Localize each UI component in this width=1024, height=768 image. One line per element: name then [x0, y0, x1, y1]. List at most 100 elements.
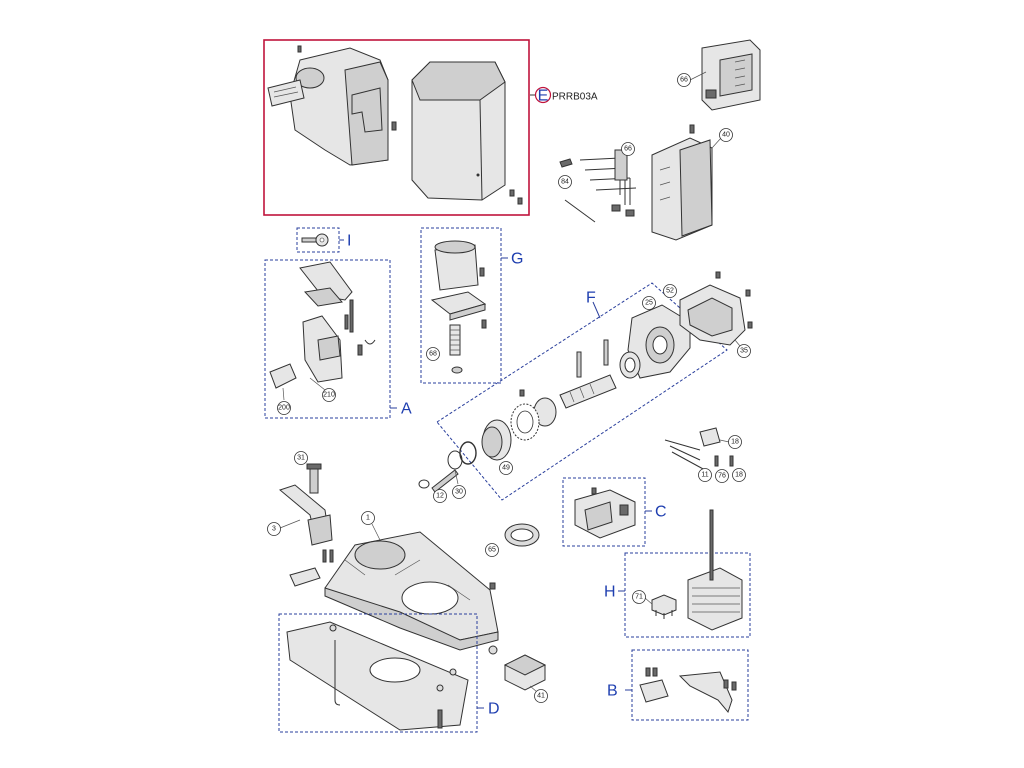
bracket-side [679, 139, 713, 237]
motor-top [434, 240, 476, 254]
callout-bubbles: 66 66 40 84 25 52 35 68 [267, 71, 751, 703]
group-h-transformer: H [604, 509, 751, 638]
group-f-label: F [586, 290, 596, 307]
callout-31-text: 31 [297, 455, 305, 462]
worm-threads [450, 329, 460, 351]
group-g-frame [420, 227, 502, 384]
callout-71: 71 [632, 590, 653, 605]
cable-gland [559, 158, 573, 168]
callout-71-lead [644, 597, 653, 605]
board-terminals [734, 59, 746, 87]
dowel-pins [576, 339, 609, 378]
group-a-lock: A [264, 259, 412, 419]
group-g-motor: G [420, 227, 523, 384]
switch-wires [664, 439, 706, 471]
transformer-bolt [709, 509, 714, 581]
callout-76-text: 76 [718, 473, 726, 480]
plate-nut [329, 624, 337, 632]
group-e-frame [263, 39, 530, 216]
callout-30: 30 [452, 469, 466, 499]
callout-210-lead [309, 377, 326, 391]
callout-31: 31 [294, 451, 308, 465]
callout-18a-circle [728, 435, 742, 449]
group-e-circle [534, 86, 552, 104]
lever-bolt [309, 467, 319, 494]
group-d-frame [278, 613, 478, 733]
seal-ring [504, 523, 540, 547]
group-f-gearbox: F [418, 282, 728, 501]
rear-cover-edge [479, 99, 483, 201]
callout-49-text: 49 [502, 465, 510, 472]
callout-66a-lead [689, 71, 707, 81]
group-h-label: H [604, 584, 616, 601]
callout-200-lead [282, 387, 285, 401]
switch-block [699, 427, 721, 447]
motor-washer [451, 366, 463, 374]
callout-18a-text: 18 [731, 439, 739, 446]
callout-52: 52 [663, 284, 677, 298]
callout-25: 25 [642, 296, 656, 310]
screws-icon [645, 667, 737, 691]
group-d-label: D [488, 701, 500, 718]
screw-icon [489, 582, 496, 590]
base-housing [289, 531, 499, 655]
lock-pins [344, 299, 363, 356]
board-bracket [651, 124, 713, 241]
callout-41: 41 [529, 685, 548, 703]
callout-66a: 66 [677, 71, 707, 87]
group-i-label: I [347, 233, 351, 250]
bolt-head [306, 463, 322, 470]
group-e-label: E [538, 88, 549, 105]
callout-18b-text: 18 [735, 472, 743, 479]
callout-66b: 66 [621, 142, 635, 156]
callout-1-text: 1 [366, 515, 370, 522]
plate-nut [436, 684, 444, 692]
callout-41-text: 41 [537, 693, 545, 700]
callout-65-circle [485, 543, 499, 557]
callout-41-lead [529, 685, 538, 693]
callout-200-circle [277, 401, 291, 415]
front-cover-side [344, 61, 389, 166]
callout-35: 35 [734, 339, 751, 358]
housing-gear-bay [401, 581, 459, 615]
callout-18b-circle [732, 468, 746, 482]
screws-icon [715, 271, 753, 329]
callout-18a: 18 [719, 435, 742, 449]
callout-12-circle [433, 489, 447, 503]
base-plate-hole [369, 657, 421, 683]
group-g-label: G [511, 251, 523, 268]
bracket-slots [659, 166, 671, 201]
housing-nut [488, 645, 498, 655]
lock-plate [303, 287, 343, 307]
release-lock [295, 67, 325, 89]
callout-12: 12 [433, 489, 447, 503]
washer [447, 450, 463, 470]
flange-hole [652, 335, 668, 355]
group-e-covers: E PRRB03A [263, 39, 598, 216]
screw-icon [689, 124, 695, 134]
callout-18b: 18 [732, 468, 746, 482]
bracket-left [639, 679, 669, 703]
group-f-lead [592, 301, 601, 319]
output-shaft [559, 374, 617, 409]
callout-18a-lead [719, 439, 730, 443]
callout-12-text: 12 [436, 493, 444, 500]
callout-3-text: 3 [272, 526, 276, 533]
callout-84-text: 84 [561, 179, 569, 186]
anchor-hook [334, 640, 341, 706]
callout-49-circle [499, 461, 513, 475]
callout-68-text: 68 [429, 351, 437, 358]
callout-66a-circle [677, 73, 691, 87]
motor-cover [679, 271, 753, 346]
callout-40: 40 [711, 128, 733, 149]
screws-icon [479, 267, 487, 329]
callout-200-text: 200 [278, 405, 290, 412]
callout-76-circle [715, 469, 729, 483]
callout-71-text: 71 [635, 594, 643, 601]
housing-block [289, 567, 321, 587]
callout-68: 68 [426, 347, 440, 361]
callout-3-circle [267, 522, 281, 536]
group-i-frame [296, 227, 340, 253]
screw-icon [519, 389, 525, 397]
